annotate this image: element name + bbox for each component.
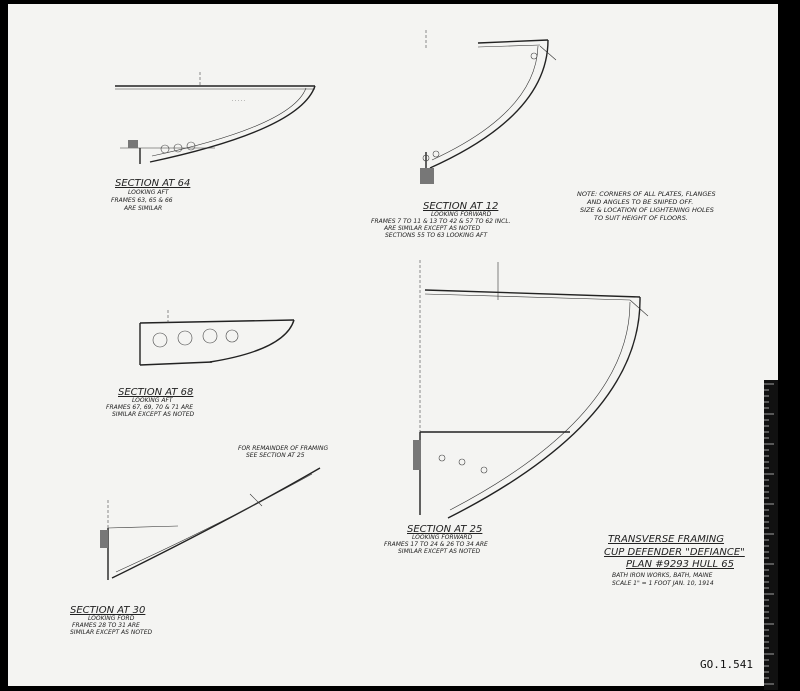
title-block-line-5: SCALE 1" = 1 FOOT JAN. 10, 1914 xyxy=(612,580,714,587)
section-68-hole xyxy=(202,328,218,344)
section-12-keel-block xyxy=(420,168,434,184)
section-25-title: SECTION AT 25 xyxy=(407,524,482,535)
section-12-line-2: FRAMES 7 TO 11 & 13 TO 42 & 57 TO 62 INC… xyxy=(371,218,511,225)
section-68-drawing xyxy=(139,310,295,366)
section-64-line-2: FRAMES 63, 65 & 66 xyxy=(111,197,173,204)
section-68-line-3: SIMILAR EXCEPT AS NOTED xyxy=(112,411,195,418)
section-25-line-1: LOOKING FORWARD xyxy=(412,534,473,541)
section-25-drawing xyxy=(413,260,649,519)
title-block-line-4: BATH IRON WORKS, BATH, MAINE xyxy=(612,572,713,579)
section-12-line-3: ARE SIMILAR EXCEPT AS NOTED xyxy=(383,225,480,232)
note-line-1: NOTE: CORNERS OF ALL PLATES, FLANGES xyxy=(577,190,716,198)
section-68-line-1: LOOKING AFT xyxy=(132,397,174,404)
section-30-leader xyxy=(249,493,263,507)
section-68-line-2: FRAMES 67, 69, 70 & 71 ARE xyxy=(106,404,193,411)
scale-ruler xyxy=(764,380,778,690)
section-30-line-1: LOOKING FORD xyxy=(88,615,135,622)
note-line-3: SIZE & LOCATION OF LIGHTENING HOLES xyxy=(580,206,714,214)
section-12-drawing xyxy=(420,30,557,184)
section-12-line-4: SECTIONS 55 TO 63 LOOKING AFT xyxy=(385,232,488,239)
section-30-inner-frame xyxy=(115,473,313,573)
section-68-hole xyxy=(177,330,193,346)
section-30-keel-block xyxy=(100,530,108,548)
section-64-callout: · · · · · xyxy=(232,99,245,104)
section-25-inner-frame xyxy=(449,301,631,511)
section-64-line-3: ARE SIMILAR xyxy=(123,205,162,212)
section-30-line-3: SIMILAR EXCEPT AS NOTED xyxy=(70,629,153,636)
callout-remainder-line-1: FOR REMAINDER OF FRAMING xyxy=(238,445,328,452)
section-64-shell-frame xyxy=(149,85,316,163)
section-64-line-1: LOOKING AFT xyxy=(128,189,170,196)
paper xyxy=(8,4,778,686)
section-12-inner-frame xyxy=(431,45,539,161)
section-12-hole xyxy=(432,150,440,158)
note-line-2: AND ANGLES TO BE SNIPED OFF. xyxy=(586,198,693,206)
section-64-hole xyxy=(186,141,196,151)
section-30-line-2: FRAMES 28 TO 31 ARE xyxy=(72,622,140,629)
section-12-deck-beam xyxy=(477,39,549,44)
title-block-line-3: PLAN #9293 HULL 65 xyxy=(626,559,734,570)
section-30-title: SECTION AT 30 xyxy=(70,605,145,616)
section-25-hole xyxy=(438,454,446,462)
section-68-shell-frame xyxy=(209,319,295,363)
catalog-number: GO.1.541 xyxy=(700,658,753,671)
section-68-title: SECTION AT 68 xyxy=(118,387,193,398)
section-25-shell-frame xyxy=(447,296,641,519)
scale-ruler-body xyxy=(764,380,778,690)
section-12-title: SECTION AT 12 xyxy=(423,201,498,212)
section-25-line-2: FRAMES 17 TO 24 & 26 TO 34 ARE xyxy=(384,541,488,548)
section-25-knee xyxy=(629,299,649,317)
scale-ruler-ticks xyxy=(764,383,774,685)
callout-remainder-line-2: SEE SECTION AT 25 xyxy=(246,452,305,459)
section-68-hole xyxy=(152,332,168,348)
section-25-line-3: SIMILAR EXCEPT AS NOTED xyxy=(398,548,481,555)
section-25-keel-block xyxy=(413,440,421,470)
title-block-line-1: TRANSVERSE FRAMING xyxy=(608,534,724,545)
section-68-floor xyxy=(139,361,213,366)
section-25-deck-beam-lower xyxy=(424,293,631,301)
section-64-drawing: · · · · · xyxy=(115,72,316,164)
section-64-title: SECTION AT 64 xyxy=(115,178,190,189)
section-25-hole xyxy=(458,458,466,466)
section-12-line-1: LOOKING FORWARD xyxy=(431,211,492,218)
section-12-knee xyxy=(539,45,557,61)
section-68-hole xyxy=(225,329,239,343)
section-25-hole xyxy=(480,466,488,474)
title-block-line-2: CUP DEFENDER "DEFIANCE" xyxy=(604,547,745,558)
section-30-floor xyxy=(107,525,179,529)
section-12-hole xyxy=(530,52,538,60)
section-30-shell-frame xyxy=(111,467,321,579)
section-25-deck-beam xyxy=(424,289,641,298)
section-30-drawing xyxy=(100,467,321,580)
section-64-hole xyxy=(173,143,183,153)
section-64-inner-frame xyxy=(151,87,307,157)
section-12-deck-beam-lower xyxy=(477,44,541,48)
section-12-shell-frame xyxy=(429,39,549,169)
section-64-hole xyxy=(160,144,170,154)
section-12-hole xyxy=(422,154,430,162)
section-68-deck-beam xyxy=(139,319,295,324)
section-64-keel-block xyxy=(128,140,138,148)
note-line-4: TO SUIT HEIGHT OF FLOORS. xyxy=(594,214,688,222)
